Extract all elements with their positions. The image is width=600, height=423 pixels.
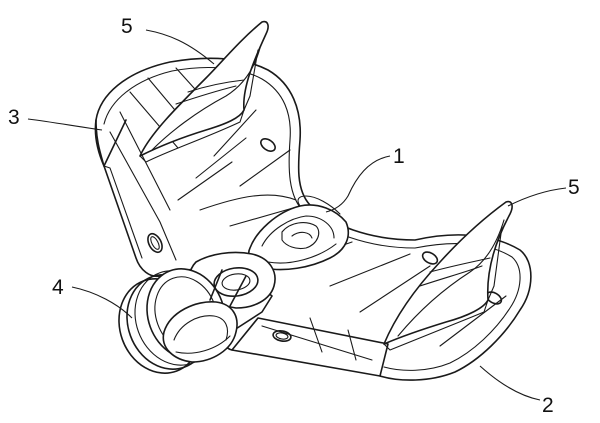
label-part-2: 2 [542,394,554,417]
leader-part-1 [325,155,391,213]
leader-part-5-left [145,29,215,65]
central-hub [248,195,350,271]
label-part-3: 3 [8,106,20,129]
leader-lines [27,29,567,401]
label-part-4: 4 [52,276,64,299]
label-part-1: 1 [393,145,405,168]
wheel-connector [118,251,276,374]
leader-part-3 [27,118,103,131]
leader-part-5-right [507,187,567,207]
fin-right [383,200,513,351]
label-part-5-left: 5 [121,15,133,38]
leader-part-2 [479,365,541,401]
label-part-5-right: 5 [568,176,580,199]
fin-left [139,20,269,163]
leader-part-4 [71,286,133,319]
